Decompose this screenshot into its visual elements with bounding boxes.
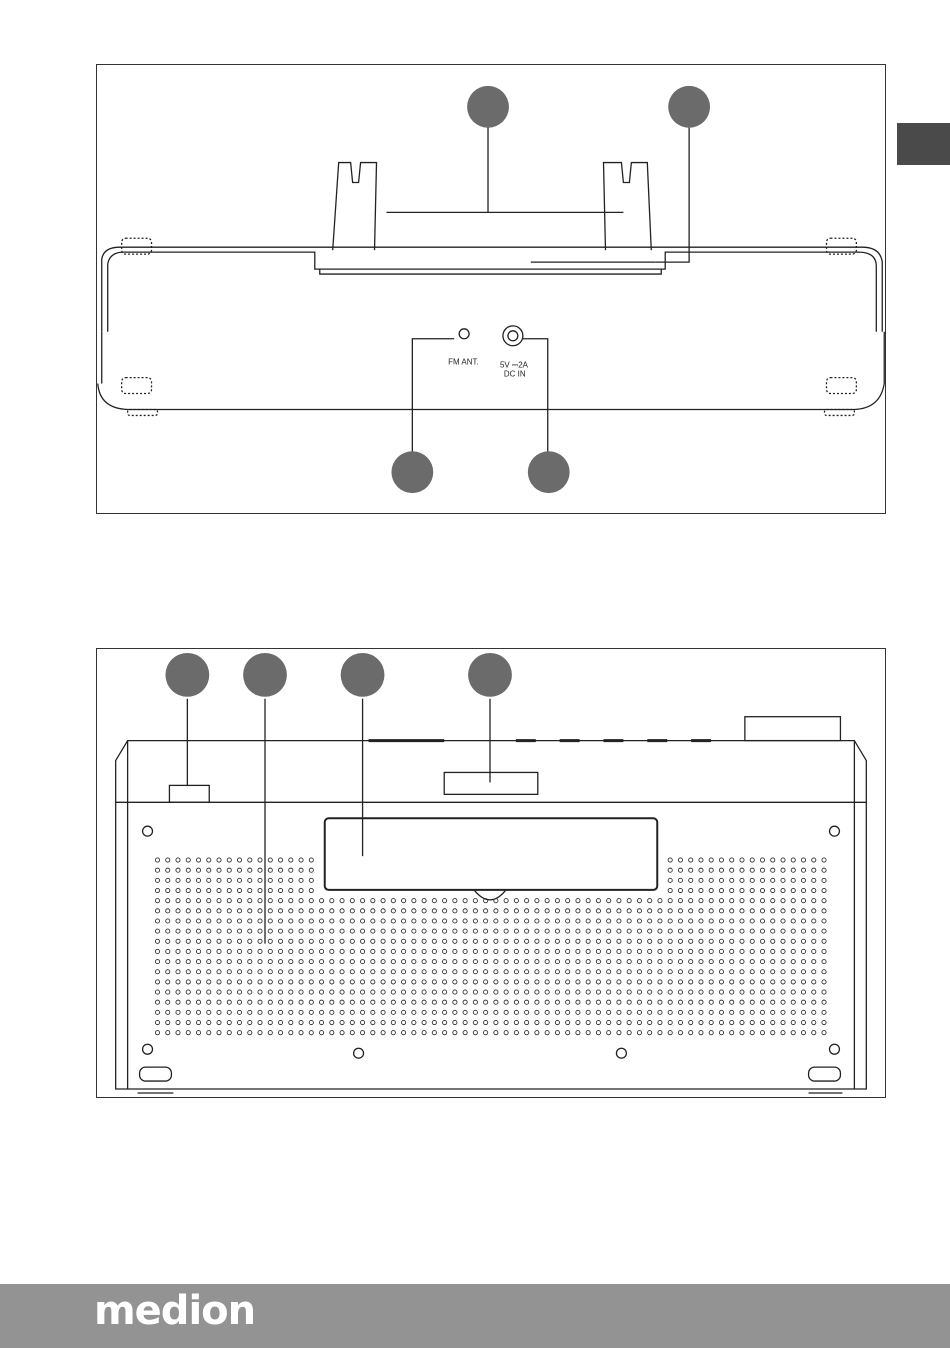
figure-rear-view: FM ANT. 5V ⎓2A DC IN	[96, 64, 886, 514]
brand-logo: medion	[94, 1284, 255, 1340]
vent-bottom-right	[827, 378, 857, 394]
chapter-tab	[897, 123, 950, 165]
callout-2	[668, 86, 710, 128]
stand-right	[603, 163, 651, 251]
bottom-view-drawing	[97, 649, 885, 1097]
stand-left	[333, 163, 377, 251]
callout-7	[341, 653, 385, 697]
rear-view-drawing: FM ANT. 5V ⎓2A DC IN	[97, 65, 885, 513]
speaker-grille	[155, 858, 826, 1035]
vent-bottom-left	[122, 378, 152, 394]
figure-bottom-view	[96, 648, 886, 1098]
device-top-edge	[102, 247, 883, 332]
control-knob	[745, 717, 841, 741]
switch-slot	[169, 785, 209, 802]
callout-6	[243, 653, 287, 697]
fm-antenna-label: FM ANT.	[448, 358, 479, 367]
label-slot	[444, 772, 538, 794]
foot-left	[140, 1067, 172, 1081]
battery-compartment	[325, 818, 658, 890]
callout-3	[391, 451, 433, 493]
dc-in-label: DC IN	[504, 370, 526, 379]
foot-right	[809, 1067, 841, 1081]
callout-8	[468, 653, 512, 697]
callout-4	[528, 451, 570, 493]
power-rating-label: 5V ⎓2A	[500, 361, 529, 370]
callout-5	[165, 653, 209, 697]
fm-antenna-port	[459, 329, 469, 339]
dc-in-port	[503, 326, 523, 346]
callout-1	[467, 86, 509, 128]
device-outline	[116, 741, 867, 1089]
